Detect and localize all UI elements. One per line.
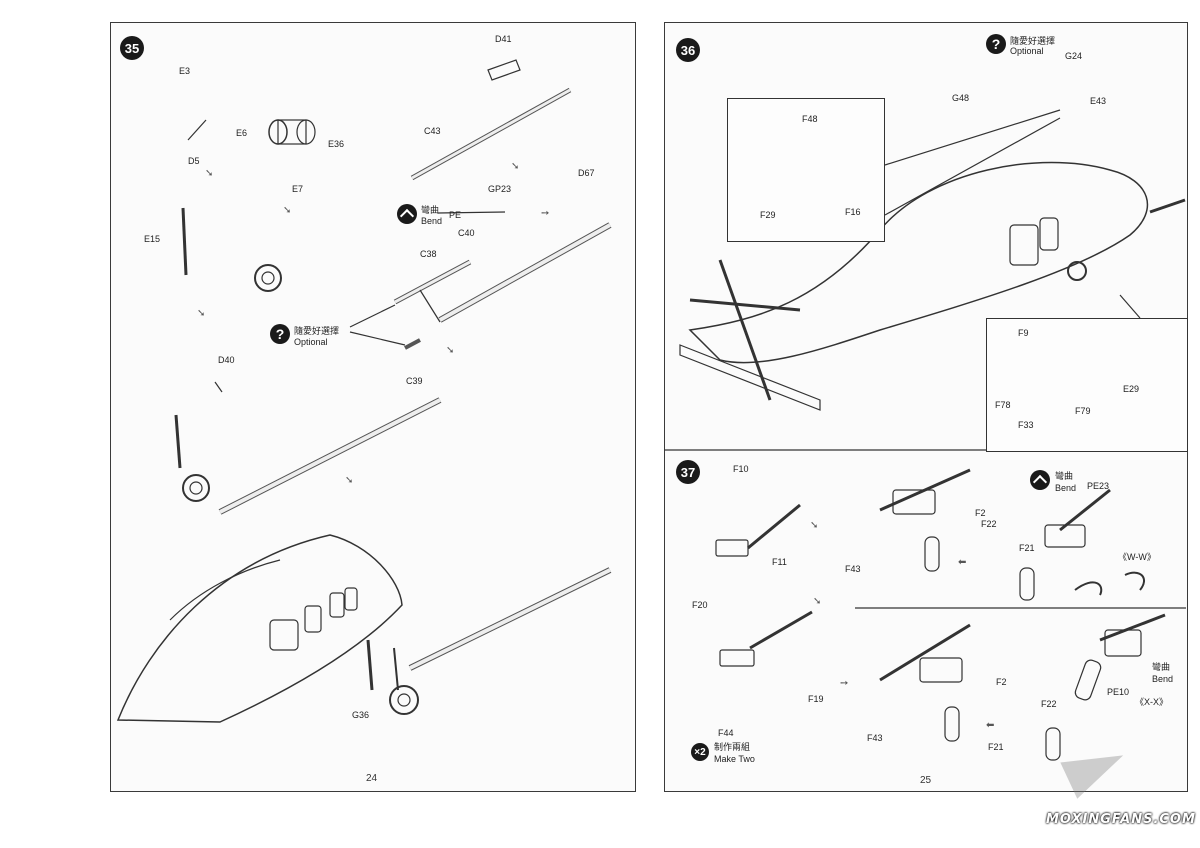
- direction-arrow-icon: ➘: [511, 161, 520, 172]
- part-label-e15: E15: [144, 234, 161, 244]
- part-label-c43: C43: [424, 126, 441, 136]
- optional-label-cn: 隨愛好選擇: [294, 326, 340, 336]
- part-label-f9: F9: [1018, 328, 1029, 338]
- part-label-f43-top: F43: [845, 564, 861, 574]
- left-instruction-page: [110, 22, 636, 792]
- part-label-f2-bottom: F2: [996, 677, 1007, 687]
- direction-arrow-icon: ➙: [840, 678, 849, 689]
- direction-arrow-icon: ➘: [283, 205, 292, 216]
- part-label-e43: E43: [1090, 96, 1107, 106]
- inset-box-interior: [986, 318, 1188, 452]
- bend-label-cn: 彎曲: [1055, 471, 1074, 481]
- part-label-pe10: PE10: [1107, 687, 1130, 697]
- page-number-right: 25: [920, 775, 932, 786]
- part-label-f33: F33: [1018, 420, 1034, 430]
- part-label-f19: F19: [808, 694, 824, 704]
- part-label-d41: D41: [495, 34, 512, 44]
- part-label-g48: G48: [952, 93, 970, 103]
- part-label-g24: G24: [1065, 51, 1083, 61]
- part-label-f22-bottom: F22: [1041, 699, 1057, 709]
- section-label-w-w: 《W-W》: [1118, 552, 1156, 562]
- optional-label-en: Optional: [294, 337, 328, 347]
- bend-badge-icon: [1030, 470, 1050, 490]
- direction-arrow-icon: ⬅: [958, 557, 967, 568]
- make-two-label-cn: 制作兩組: [714, 742, 751, 752]
- optional-question-icon: ?: [270, 324, 290, 344]
- part-label-f2-top: F2: [975, 508, 986, 518]
- step-37-badge: 37: [676, 460, 700, 484]
- part-label-gp23: GP23: [488, 184, 512, 194]
- optional-label-cn: 隨愛好選擇: [1010, 36, 1056, 46]
- part-label-f43-bottom: F43: [867, 733, 883, 743]
- part-label-f16: F16: [845, 207, 861, 217]
- section-label-x-x: 《X-X》: [1135, 697, 1169, 707]
- part-label-f48: F48: [802, 114, 818, 124]
- page-number-left: 24: [366, 773, 378, 784]
- part-label-c38: C38: [420, 249, 437, 259]
- step-36-badge: 36: [676, 38, 700, 62]
- bend-label-en-2: Bend: [1152, 674, 1174, 684]
- part-label-f44: F44: [718, 728, 734, 738]
- direction-arrow-icon: ⬅: [986, 720, 995, 731]
- bend-label-cn-2: 彎曲: [1152, 662, 1171, 672]
- part-label-f78: F78: [995, 400, 1011, 410]
- part-label-e7: E7: [292, 184, 304, 194]
- part-label-e6: E6: [236, 128, 248, 138]
- part-label-f21-top: F21: [1019, 543, 1035, 553]
- watermark-text: MOXINGFANS.COM: [1046, 812, 1196, 827]
- part-label-f11: F11: [772, 557, 787, 567]
- part-label-d5: D5: [188, 156, 200, 166]
- part-label-f21-bottom: F21: [988, 742, 1004, 752]
- inset-box-cockpit: [727, 98, 885, 242]
- part-label-pe: PE: [449, 210, 462, 220]
- direction-arrow-icon: ➘: [205, 168, 214, 179]
- make-two-label-en: Make Two: [714, 754, 755, 764]
- part-label-f22-top: F22: [981, 519, 997, 529]
- part-label-pe23: PE23: [1087, 481, 1110, 491]
- part-label-f20: F20: [692, 600, 708, 610]
- bend-label-en: Bend: [421, 216, 443, 226]
- part-label-f29: F29: [760, 210, 776, 220]
- part-label-c39: C39: [406, 376, 423, 386]
- direction-arrow-icon: ➘: [810, 520, 819, 531]
- bend-label-en: Bend: [1055, 483, 1077, 493]
- optional-label-en: Optional: [1010, 46, 1044, 56]
- part-label-e3: E3: [179, 66, 191, 76]
- part-label-e36: E36: [328, 139, 345, 149]
- bend-label-cn: 彎曲: [421, 205, 440, 215]
- part-label-g36: G36: [352, 710, 370, 720]
- direction-arrow-icon: ➙: [541, 208, 550, 219]
- direction-arrow-icon: ➘: [446, 345, 455, 356]
- direction-arrow-icon: ➘: [197, 308, 206, 319]
- step-35-badge: 35: [120, 36, 144, 60]
- direction-arrow-icon: ➘: [813, 596, 822, 607]
- make-two-badge: ×2: [691, 743, 709, 761]
- bend-badge-icon: [397, 204, 417, 224]
- part-label-c40: C40: [458, 228, 475, 238]
- part-label-f10: F10: [733, 464, 749, 474]
- part-label-f79: F79: [1075, 406, 1091, 416]
- part-label-d67: D67: [578, 168, 595, 178]
- part-label-d40: D40: [218, 355, 235, 365]
- optional-question-icon: ?: [986, 34, 1006, 54]
- direction-arrow-icon: ➘: [345, 475, 354, 486]
- part-label-e29: E29: [1123, 384, 1140, 394]
